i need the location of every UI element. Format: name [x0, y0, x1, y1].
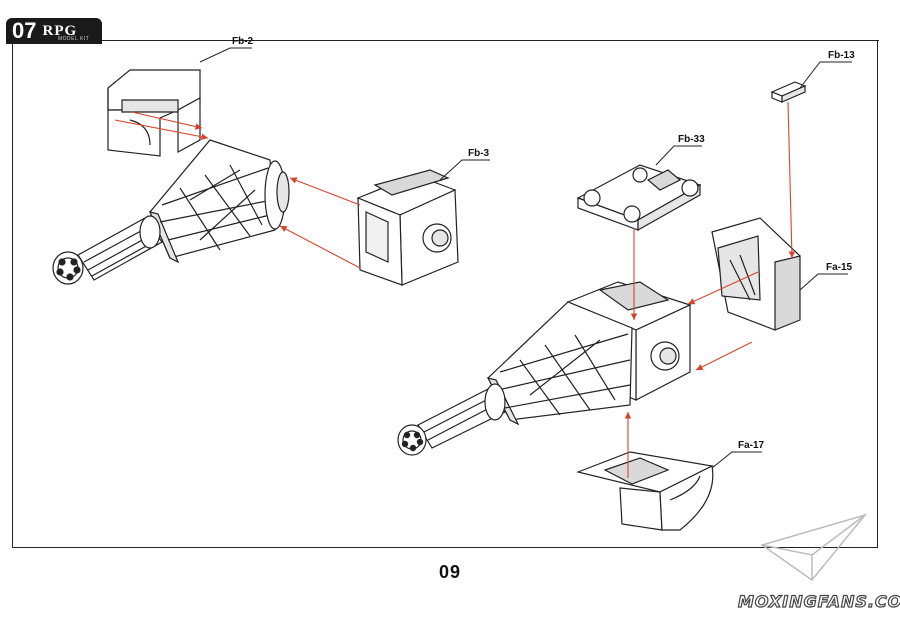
label-fb2: Fb-2 — [232, 36, 254, 47]
left-assembly-arrows — [114, 111, 361, 269]
label-fb13: Fb-13 — [828, 50, 855, 61]
watermark-plane-icon — [760, 513, 868, 582]
watermark-text: MOXINGFANS.COM — [737, 591, 900, 611]
part-right-barrel — [397, 383, 506, 456]
part-left-gun-truss — [148, 139, 290, 264]
label-fa17: Fa-17 — [738, 440, 765, 451]
label-fa15: Fa-15 — [826, 262, 853, 273]
brand-logo: RPG — [42, 22, 78, 39]
part-fb3-box — [356, 169, 459, 286]
part-fa17-base — [575, 451, 714, 531]
label-leaders — [199, 47, 852, 469]
part-fa15-box — [711, 217, 801, 331]
step-badge: 07 RPG MODEL KIT — [6, 18, 102, 44]
label-fb3: Fb-3 — [468, 148, 490, 159]
part-left-barrel — [52, 215, 163, 285]
part-right-gun-truss — [486, 301, 633, 426]
part-fb2-bracket — [107, 69, 201, 157]
label-fb33: Fb-33 — [678, 134, 705, 145]
page-frame — [12, 40, 879, 548]
page-number: 09 — [438, 562, 462, 582]
step-number: 07 — [12, 18, 37, 43]
part-fb33-plate — [576, 164, 702, 232]
part-fb13-clip — [770, 81, 807, 103]
right-assembly-arrows — [624, 101, 796, 478]
brand-subtitle: MODEL KIT — [58, 36, 90, 42]
